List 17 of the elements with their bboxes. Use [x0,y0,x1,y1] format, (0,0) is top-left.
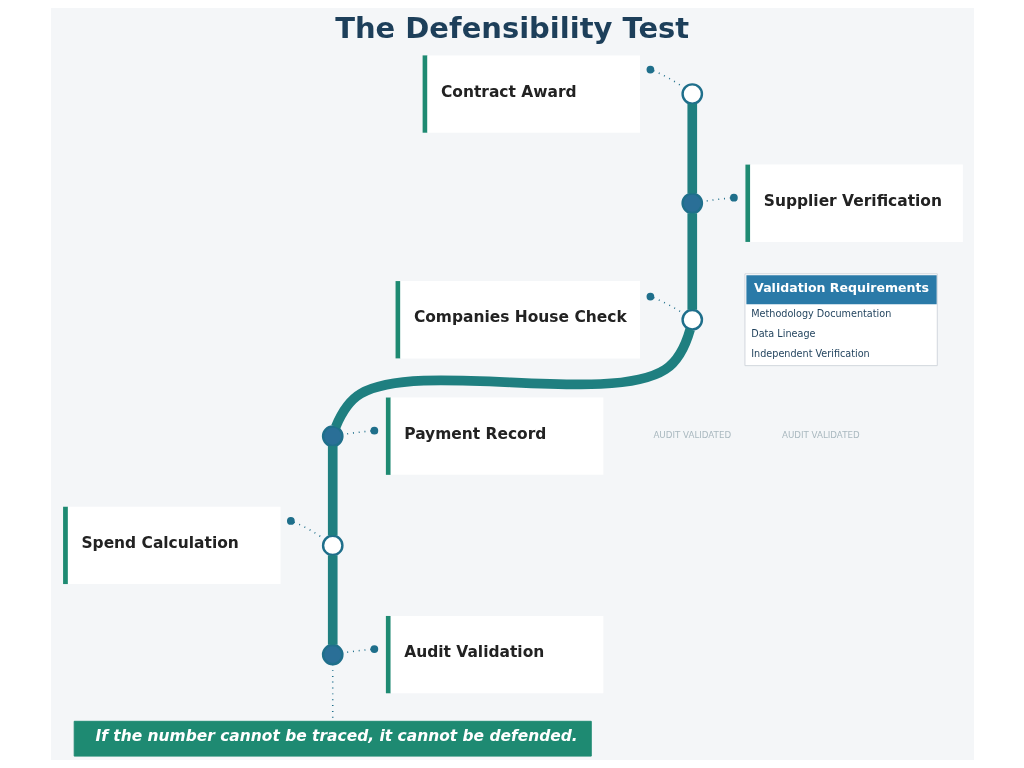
connector [686,213,697,310]
connector [646,65,685,89]
connector [286,517,325,541]
connector [686,103,697,194]
node-circle [321,643,344,666]
node-circle [680,83,703,105]
diagram-title: The Defensibility Test [334,11,689,45]
node-circle [680,308,703,331]
node-circle [321,425,344,448]
label: AUDIT VALIDATED [781,430,860,441]
connector [330,327,695,429]
connector [327,445,338,536]
node-box: If the number cannot be traced, it cannot be defended. [73,720,592,757]
label: AUDIT VALIDATED [652,430,731,441]
node-circle [680,192,703,215]
node-circle [321,534,344,557]
connector [327,555,338,645]
